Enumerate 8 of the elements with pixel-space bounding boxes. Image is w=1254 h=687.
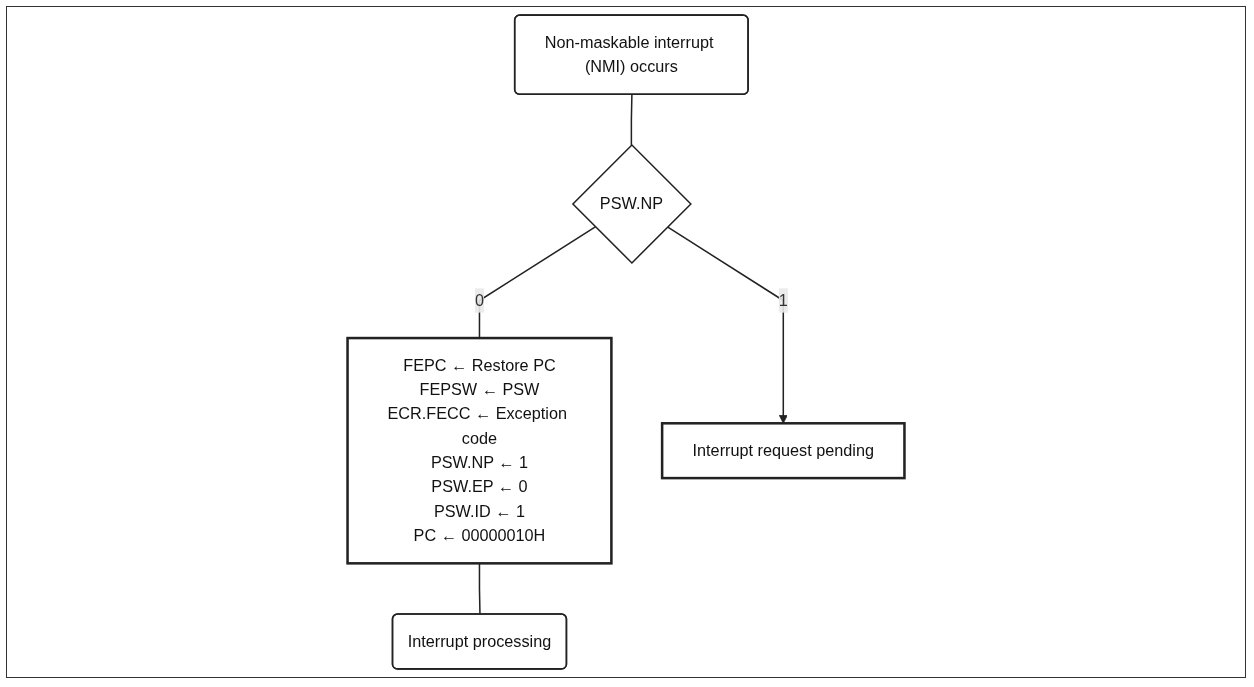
arrow [666,226,788,424]
connector [630,94,633,146]
node-box: FEPC ← Restore PC FEPSW ← PSW ECR.FECC ← Exception code PSW.NP ← 1 PSW.EP ← 0 PSW.ID ← 1 PC ← 00000010H [346,336,613,565]
node-diamond: PSW.NP [571,143,692,265]
connector [478,226,597,339]
edge-label: 1 [778,291,788,309]
node-box: Interrupt request pending [660,422,906,480]
edge-label: 0 [474,291,484,309]
